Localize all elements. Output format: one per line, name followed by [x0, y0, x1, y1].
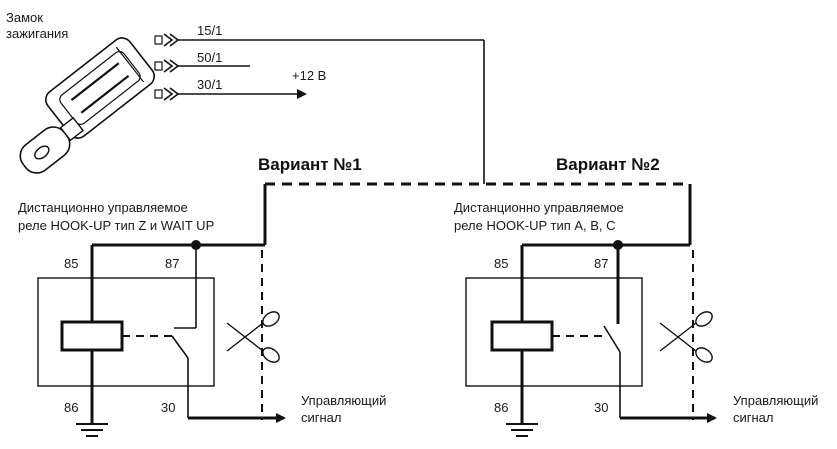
ignition-key-icon [19, 33, 180, 174]
scissors-icon [659, 311, 713, 363]
variant2-relay-line2: реле HOOK-UP тип A, B, C [454, 218, 616, 233]
variant2-pin-85: 85 [494, 256, 508, 271]
ignition-label-line1: Замок [6, 10, 43, 25]
variant2-output-line1: Управляющий [733, 393, 818, 408]
variant1-relay-line2: реле HOOK-UP тип Z и WAIT UP [18, 218, 214, 233]
variant1-output-line1: Управляющий [301, 393, 386, 408]
variant1-pin-86: 86 [64, 400, 78, 415]
variant2-coil [490, 320, 554, 352]
variant1-switch-blade [171, 335, 189, 359]
variant1-pin-87: 87 [165, 256, 179, 271]
variant1-output-line2: сигнал [301, 410, 342, 425]
variant2-title: Вариант №2 [556, 155, 660, 174]
variant2-switch-blade [603, 325, 621, 353]
variant1-pin-85: 85 [64, 256, 78, 271]
ground-icon [76, 423, 108, 437]
terminal-50-label: 50/1 [197, 50, 222, 65]
variant1-coil [60, 320, 124, 352]
terminal-30-label: 30/1 [197, 77, 222, 92]
variant2-pin-86: 86 [494, 400, 508, 415]
variant2-pin-30: 30 [594, 400, 608, 415]
variant2-relay-line1: Дистанционно управляемое [454, 200, 624, 215]
variant1-title: Вариант №1 [258, 155, 362, 174]
ignition-label-line2: зажигания [6, 26, 68, 41]
variant2-output-line2: сигнал [733, 410, 774, 425]
ground-icon [506, 423, 538, 437]
terminal-15-label: 15/1 [197, 23, 222, 38]
variant2-relay-box [465, 277, 643, 387]
variant1-relay-line1: Дистанционно управляемое [18, 200, 188, 215]
variant2-pin-87: 87 [594, 256, 608, 271]
variant1-pin-30: 30 [161, 400, 175, 415]
variant1-relay-box [37, 277, 215, 387]
scissors-icon [226, 311, 280, 363]
power-label: +12 В [292, 68, 326, 83]
